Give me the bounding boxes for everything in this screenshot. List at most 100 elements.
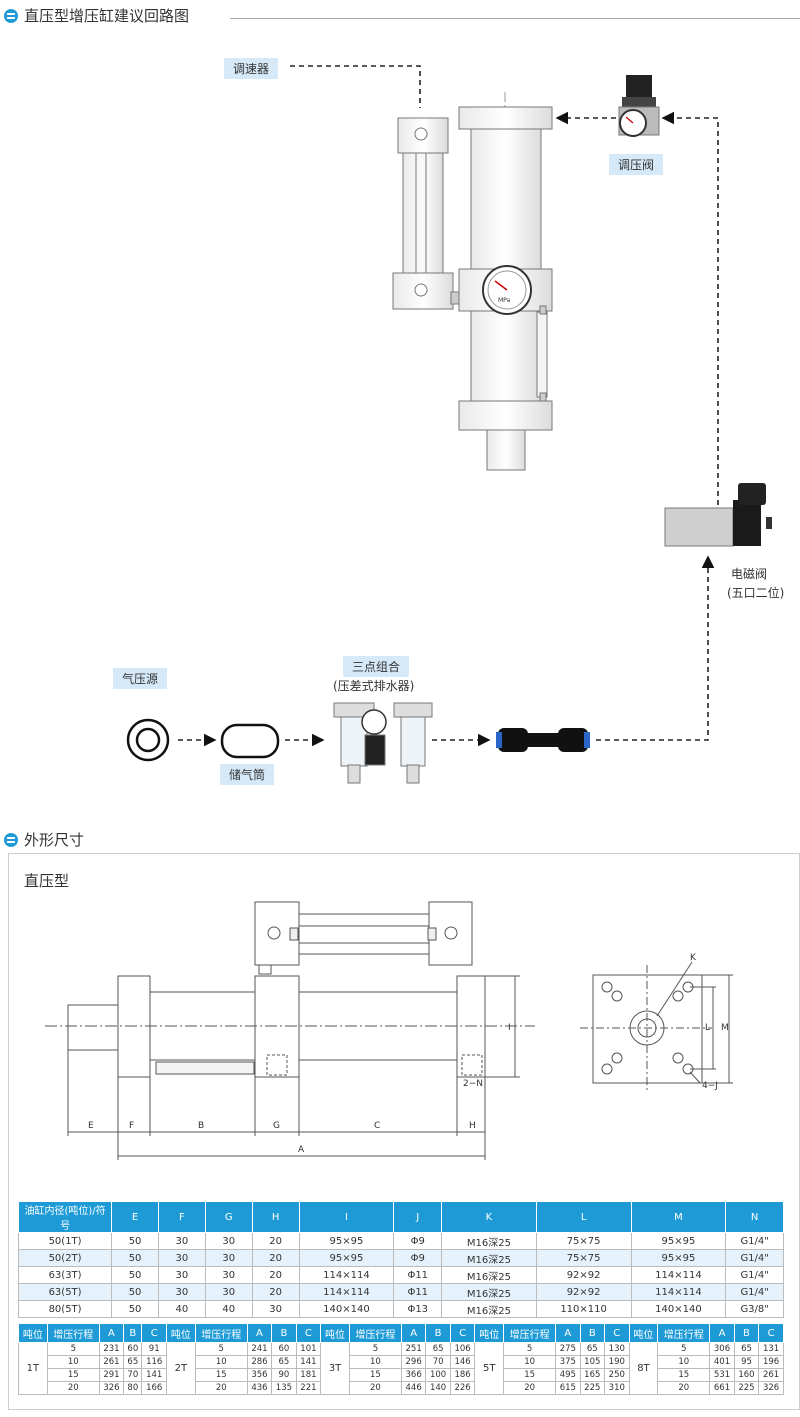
table-cell: 20 bbox=[251, 1266, 300, 1284]
table2-header-cell: 增压行程 bbox=[194, 1323, 248, 1343]
table-cell: 166 bbox=[141, 1381, 167, 1395]
dim-label-k: K bbox=[690, 953, 697, 963]
tonnage-cell: 5T bbox=[474, 1342, 505, 1395]
table-cell: 401 bbox=[709, 1355, 735, 1369]
table-cell: 110×110 bbox=[535, 1300, 632, 1318]
label-frl-sub: (压差式排水器) bbox=[333, 679, 415, 693]
table-cell: 5 bbox=[503, 1342, 557, 1356]
table-cell: M16深25 bbox=[441, 1283, 537, 1301]
dim-label-e: E bbox=[88, 1121, 94, 1131]
gauge-unit: MPa bbox=[498, 297, 511, 304]
table-cell: Φ13 bbox=[393, 1300, 443, 1318]
table2-header-cell: A bbox=[400, 1323, 427, 1343]
table-cell: 20 bbox=[194, 1381, 248, 1395]
table-cell: 296 bbox=[400, 1355, 427, 1369]
section-bullet-icon bbox=[4, 832, 18, 847]
table-cell: 130 bbox=[604, 1342, 630, 1356]
table2-header-cell: 吨位 bbox=[320, 1323, 350, 1343]
table-cell: 20 bbox=[657, 1381, 711, 1395]
table-cell: 20 bbox=[503, 1381, 557, 1395]
table-cell: 615 bbox=[555, 1381, 581, 1395]
table-cell: G1/4" bbox=[725, 1266, 784, 1284]
table-cell: 20 bbox=[251, 1283, 300, 1301]
table-cell: 65 bbox=[271, 1355, 297, 1369]
table-cell: 101 bbox=[295, 1342, 322, 1356]
solenoid-valve-illustration bbox=[664, 483, 772, 547]
table-cell: 50(1T) bbox=[17, 1232, 113, 1250]
table-cell: 30 bbox=[204, 1283, 253, 1301]
table-cell: 114×114 bbox=[630, 1283, 727, 1301]
table-cell: 291 bbox=[98, 1368, 125, 1382]
tank-symbol bbox=[220, 723, 280, 759]
table-cell: 286 bbox=[246, 1355, 273, 1369]
table1-header-cell: K bbox=[441, 1201, 537, 1233]
table-cell: 70 bbox=[425, 1355, 451, 1369]
dim-label-l: L bbox=[705, 1023, 710, 1033]
table2-header-cell: A bbox=[709, 1323, 735, 1343]
table-cell: 306 bbox=[709, 1342, 735, 1356]
section-divider bbox=[230, 18, 800, 19]
table-cell: 80 bbox=[123, 1381, 143, 1395]
table-cell: 140 bbox=[425, 1381, 451, 1395]
table-cell: 436 bbox=[246, 1381, 273, 1395]
table-cell: 251 bbox=[400, 1342, 427, 1356]
table-cell: 80(5T) bbox=[17, 1300, 113, 1318]
table-cell: 5 bbox=[348, 1342, 402, 1356]
tonnage-cell: 8T bbox=[628, 1342, 659, 1395]
table-cell: 50 bbox=[111, 1232, 159, 1250]
table-cell: 10 bbox=[503, 1355, 557, 1369]
table-cell: G1/4" bbox=[725, 1232, 784, 1250]
table-cell: 241 bbox=[246, 1342, 273, 1356]
table-cell: 5 bbox=[194, 1342, 248, 1356]
table-cell: 30 bbox=[204, 1249, 253, 1267]
table2-header-cell: B bbox=[123, 1323, 143, 1343]
table-cell: 261 bbox=[758, 1368, 784, 1382]
table1-header-cell: H bbox=[251, 1201, 300, 1233]
table-cell: G1/4" bbox=[725, 1283, 784, 1301]
table-cell: 10 bbox=[194, 1355, 248, 1369]
table1-header-cell: F bbox=[157, 1201, 206, 1233]
table-cell: 60 bbox=[123, 1342, 143, 1356]
table-cell: 65 bbox=[425, 1342, 451, 1356]
table-cell: 261 bbox=[98, 1355, 125, 1369]
dim-label-n: 2−N bbox=[463, 1079, 483, 1089]
label-tank: 储气筒 bbox=[220, 764, 275, 785]
table-cell: 375 bbox=[555, 1355, 581, 1369]
table2-header-cell: 吨位 bbox=[628, 1323, 659, 1343]
table2-header-cell: C bbox=[141, 1323, 167, 1343]
table-cell: 225 bbox=[733, 1381, 760, 1395]
section-header-circuit: 直压型增压缸建议回路图 bbox=[4, 5, 189, 26]
table-cell: 20 bbox=[46, 1381, 100, 1395]
table-cell: 196 bbox=[758, 1355, 784, 1369]
dim-label-a: A bbox=[298, 1145, 305, 1155]
table-cell: 50 bbox=[111, 1249, 159, 1267]
table2-header-cell: 吨位 bbox=[165, 1323, 196, 1343]
table2-header-cell: C bbox=[758, 1323, 784, 1343]
table-cell: 60 bbox=[271, 1342, 297, 1356]
table-cell: 141 bbox=[295, 1355, 322, 1369]
table-cell: 356 bbox=[246, 1368, 273, 1382]
table2-header-cell: 吨位 bbox=[474, 1323, 505, 1343]
table-cell: 5 bbox=[657, 1342, 711, 1356]
table-cell: 95×95 bbox=[630, 1249, 727, 1267]
table-cell: 15 bbox=[657, 1368, 711, 1382]
dim-label-j: 4−J bbox=[702, 1081, 718, 1091]
table-cell: 15 bbox=[503, 1368, 557, 1382]
table-cell: M16深25 bbox=[441, 1300, 537, 1318]
table-cell: 366 bbox=[400, 1368, 427, 1382]
table-cell: 310 bbox=[604, 1381, 630, 1395]
dim-label-h: H bbox=[469, 1121, 476, 1131]
table2-header-cell: C bbox=[604, 1323, 630, 1343]
table-cell: 15 bbox=[348, 1368, 402, 1382]
table-cell: 95×95 bbox=[298, 1232, 395, 1250]
table-cell: 30 bbox=[204, 1232, 253, 1250]
table-cell: 114×114 bbox=[630, 1266, 727, 1284]
table2-header-cell: B bbox=[579, 1323, 606, 1343]
table-cell: 105 bbox=[579, 1355, 606, 1369]
table-cell: 50 bbox=[111, 1300, 159, 1318]
label-solenoid-valve: 电磁阀 bbox=[731, 567, 768, 581]
table-cell: 131 bbox=[758, 1342, 784, 1356]
